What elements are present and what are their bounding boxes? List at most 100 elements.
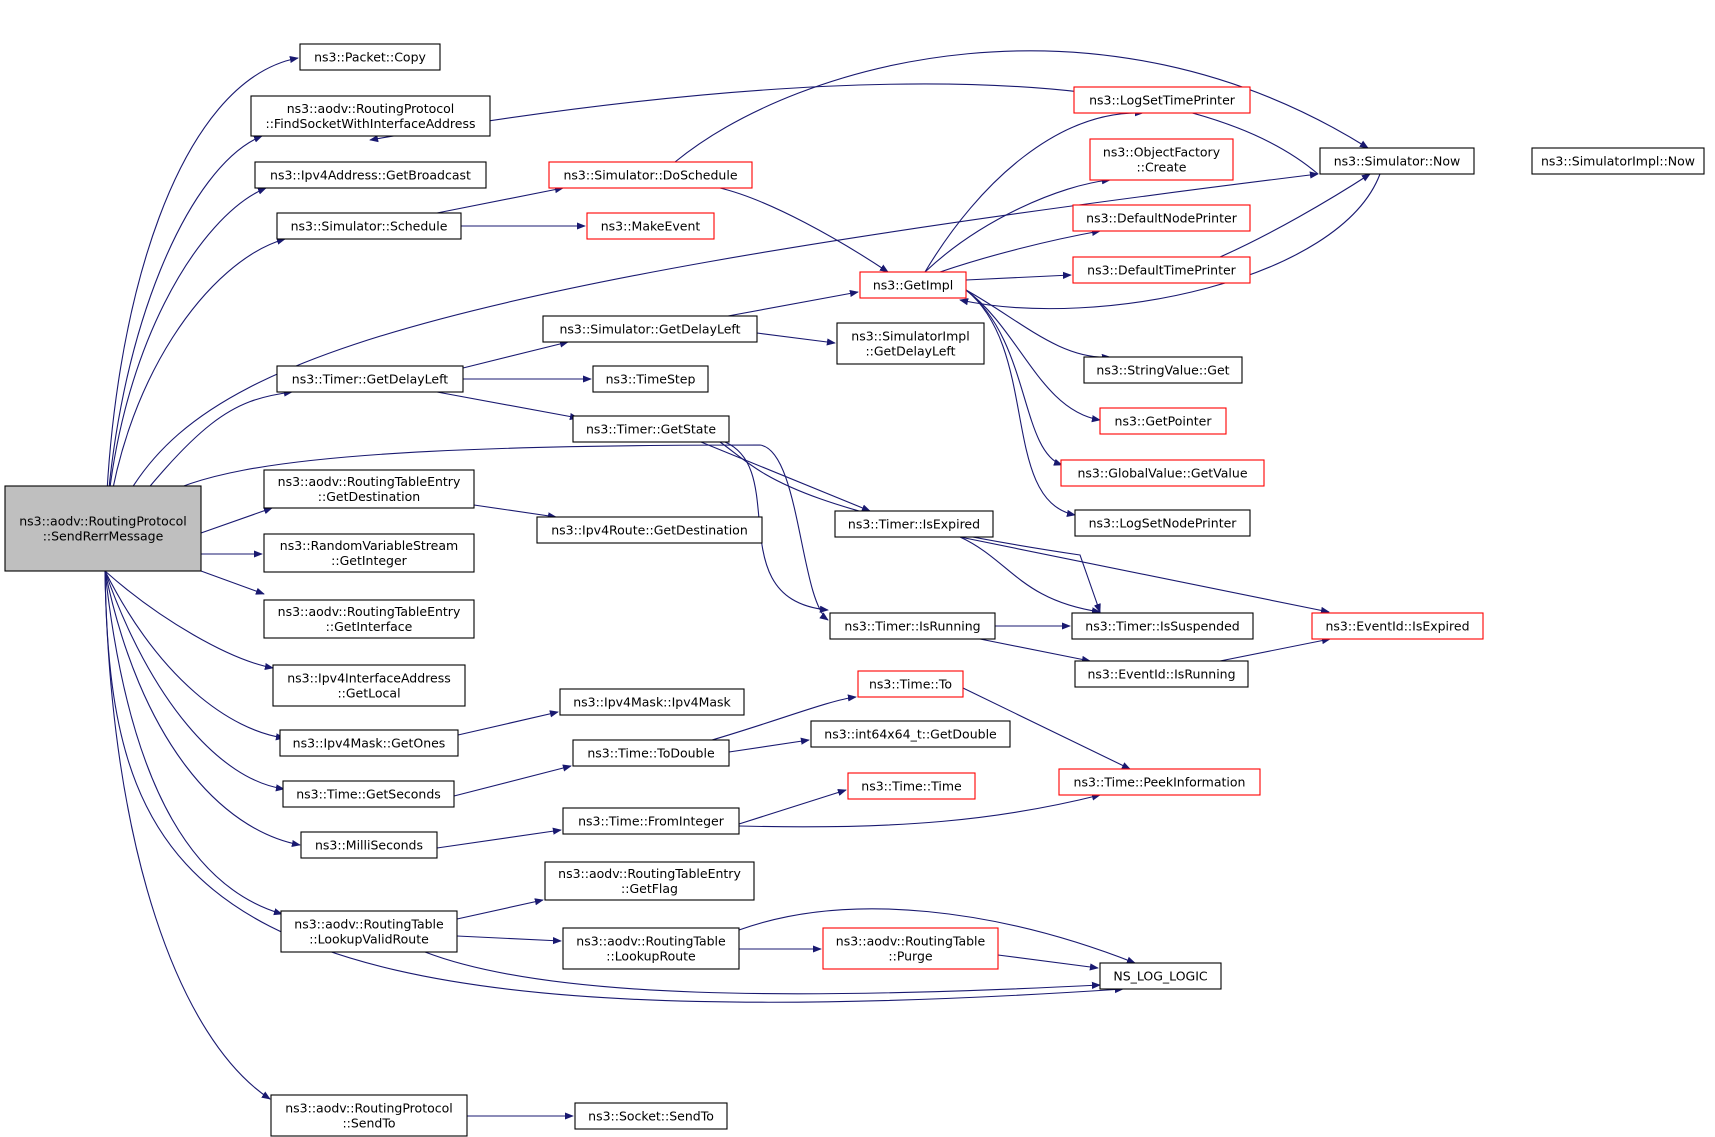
node-label: ::SendRerrMessage [43, 529, 164, 544]
node-timer-getdelayleft[interactable]: ns3::Timer::GetDelayLeft [276, 365, 464, 393]
node-box [1083, 356, 1243, 384]
node-ipv4mask-ctor[interactable]: ns3::Ipv4Mask::Ipv4Mask [559, 688, 745, 716]
node-label: ns3::LogSetTimePrinter [1089, 93, 1236, 108]
node-packet-copy[interactable]: ns3::Packet::Copy [299, 43, 441, 71]
call-edge [104, 570, 271, 1100]
node-label: ns3::GlobalValue::GetValue [1077, 466, 1247, 481]
node-root[interactable]: ns3::aodv::RoutingProtocol::SendRerrMess… [4, 485, 202, 572]
node-rte-getinterface[interactable]: ns3::aodv::RoutingTableEntry::GetInterfa… [263, 599, 475, 639]
node-label: ::SendTo [342, 1116, 395, 1131]
node-rte-getdestination[interactable]: ns3::aodv::RoutingTableEntry::GetDestina… [263, 469, 475, 509]
call-edge [457, 710, 559, 736]
node-timestep[interactable]: ns3::TimeStep [592, 365, 709, 393]
call-edge [104, 237, 286, 543]
node-box [592, 365, 709, 393]
node-label: ns3::Time::Time [861, 779, 962, 794]
call-edge [965, 289, 1063, 466]
node-stringvalue-get[interactable]: ns3::StringValue::Get [1083, 356, 1243, 384]
node-find-socket[interactable]: ns3::aodv::RoutingProtocol::FindSocketWi… [250, 95, 491, 137]
node-rvs-getinteger[interactable]: ns3::RandomVariableStream::GetInteger [263, 533, 475, 573]
node-box [1060, 459, 1265, 487]
call-edge [727, 289, 859, 317]
call-edge [711, 694, 857, 741]
call-edge [738, 908, 1136, 964]
node-label: ns3::aodv::RoutingTable [294, 917, 444, 932]
node-box [250, 95, 491, 137]
node-makeevent[interactable]: ns3::MakeEvent [586, 212, 715, 240]
node-label: ns3::int64x64_t::GetDouble [824, 727, 997, 742]
node-box [847, 772, 976, 800]
node-label: ns3::DefaultTimePrinter [1087, 263, 1237, 278]
node-get-broadcast[interactable]: ns3::Ipv4Address::GetBroadcast [254, 161, 487, 189]
node-sim-getdelayleft[interactable]: ns3::Simulator::GetDelayLeft [542, 315, 758, 343]
node-timer-isrunning[interactable]: ns3::Timer::IsRunning [829, 612, 996, 640]
node-label: ns3::Time::To [869, 677, 952, 692]
node-label: ns3::StringValue::Get [1096, 363, 1229, 378]
node-box [4, 485, 202, 572]
call-edge [965, 289, 1111, 362]
node-timer-issuspended[interactable]: ns3::Timer::IsSuspended [1071, 612, 1254, 640]
node-defaulttimeprinter[interactable]: ns3::DefaultTimePrinter [1072, 256, 1251, 284]
node-box [263, 599, 475, 639]
call-edge [104, 570, 283, 916]
node-doschedule[interactable]: ns3::Simulator::DoSchedule [548, 161, 753, 189]
node-box [1319, 147, 1475, 175]
node-eventid-isexpired[interactable]: ns3::EventId::IsExpired [1311, 612, 1484, 640]
node-socket-sendto[interactable]: ns3::Socket::SendTo [574, 1102, 728, 1130]
node-milliseconds[interactable]: ns3::MilliSeconds [300, 831, 438, 859]
node-label: ns3::DefaultNodePrinter [1086, 211, 1238, 226]
node-label: ns3::Ipv4Address::GetBroadcast [270, 168, 471, 183]
node-label: ns3::Packet::Copy [314, 50, 426, 65]
call-edge [104, 570, 1124, 1003]
node-sendto[interactable]: ns3::aodv::RoutingProtocol::SendTo [270, 1094, 468, 1137]
node-time-todouble[interactable]: ns3::Time::ToDouble [572, 739, 730, 767]
node-getimpl[interactable]: ns3::GetImpl [859, 271, 967, 299]
node-getpointer[interactable]: ns3::GetPointer [1099, 407, 1227, 435]
node-time-getseconds[interactable]: ns3::Time::GetSeconds [282, 780, 455, 808]
node-lookuproute[interactable]: ns3::aodv::RoutingTable::LookupRoute [562, 927, 740, 970]
node-eventid-isrunning[interactable]: ns3::EventId::IsRunning [1074, 660, 1249, 688]
node-label: ns3::ObjectFactory [1103, 145, 1221, 160]
call-edge [200, 570, 265, 595]
node-logsettimeprinter[interactable]: ns3::LogSetTimePrinter [1073, 86, 1251, 114]
node-ns-log-logic[interactable]: NS_LOG_LOGIC [1099, 962, 1222, 990]
call-edge [104, 570, 285, 741]
node-schedule[interactable]: ns3::Simulator::Schedule [276, 212, 462, 240]
node-objectfactory[interactable]: ns3::ObjectFactory::Create [1089, 138, 1234, 181]
node-timer-getstate[interactable]: ns3::Timer::GetState [572, 415, 730, 443]
node-now[interactable]: ns3::Simulator::Now [1319, 147, 1475, 175]
call-edge [436, 827, 562, 849]
node-label: ns3::Socket::SendTo [588, 1109, 714, 1124]
node-time-to[interactable]: ns3::Time::To [857, 670, 964, 698]
node-rte-getflag[interactable]: ns3::aodv::RoutingTableEntry::GetFlag [544, 861, 755, 901]
node-ipv4route-getdestination[interactable]: ns3::Ipv4Route::GetDestination [536, 516, 763, 544]
call-edge [473, 504, 557, 520]
node-defaultnodeprinter[interactable]: ns3::DefaultNodePrinter [1072, 204, 1251, 232]
node-impl-getdelayleft[interactable]: ns3::SimulatorImpl::GetDelayLeft [836, 322, 985, 365]
node-box [279, 729, 459, 757]
node-impl-now[interactable]: ns3::SimulatorImpl::Now [1531, 147, 1705, 175]
call-edge [939, 228, 1101, 273]
node-box [280, 910, 458, 953]
node-timer-isexpired[interactable]: ns3::Timer::IsExpired [834, 510, 994, 538]
node-ipv4ifaddr-getlocal[interactable]: ns3::Ipv4InterfaceAddress::GetLocal [272, 664, 466, 707]
node-logsetnodeprinter[interactable]: ns3::LogSetNodePrinter [1074, 509, 1251, 537]
node-label: ns3::SimulatorImpl [851, 329, 969, 344]
node-box [1072, 204, 1251, 232]
node-purge[interactable]: ns3::aodv::RoutingTable::Purge [822, 927, 999, 970]
node-globalvalue[interactable]: ns3::GlobalValue::GetValue [1060, 459, 1265, 487]
call-edge [462, 340, 569, 369]
node-getdouble[interactable]: ns3::int64x64_t::GetDouble [810, 720, 1011, 748]
node-peekinformation[interactable]: ns3::Time::PeekInformation [1058, 768, 1261, 796]
node-lookupvalidroute[interactable]: ns3::aodv::RoutingTable::LookupValidRout… [280, 910, 458, 953]
node-box [282, 780, 455, 808]
call-edge [456, 898, 544, 920]
node-label: ::LookupValidRoute [309, 932, 429, 947]
node-box [572, 415, 730, 443]
node-time-time[interactable]: ns3::Time::Time [847, 772, 976, 800]
node-label: ns3::EventId::IsRunning [1087, 667, 1235, 682]
node-time-frominteger[interactable]: ns3::Time::FromInteger [562, 807, 740, 835]
node-label: ns3::aodv::RoutingTableEntry [558, 866, 741, 881]
call-edge [965, 289, 1076, 517]
node-ipv4mask-getones[interactable]: ns3::Ipv4Mask::GetOnes [279, 729, 459, 757]
